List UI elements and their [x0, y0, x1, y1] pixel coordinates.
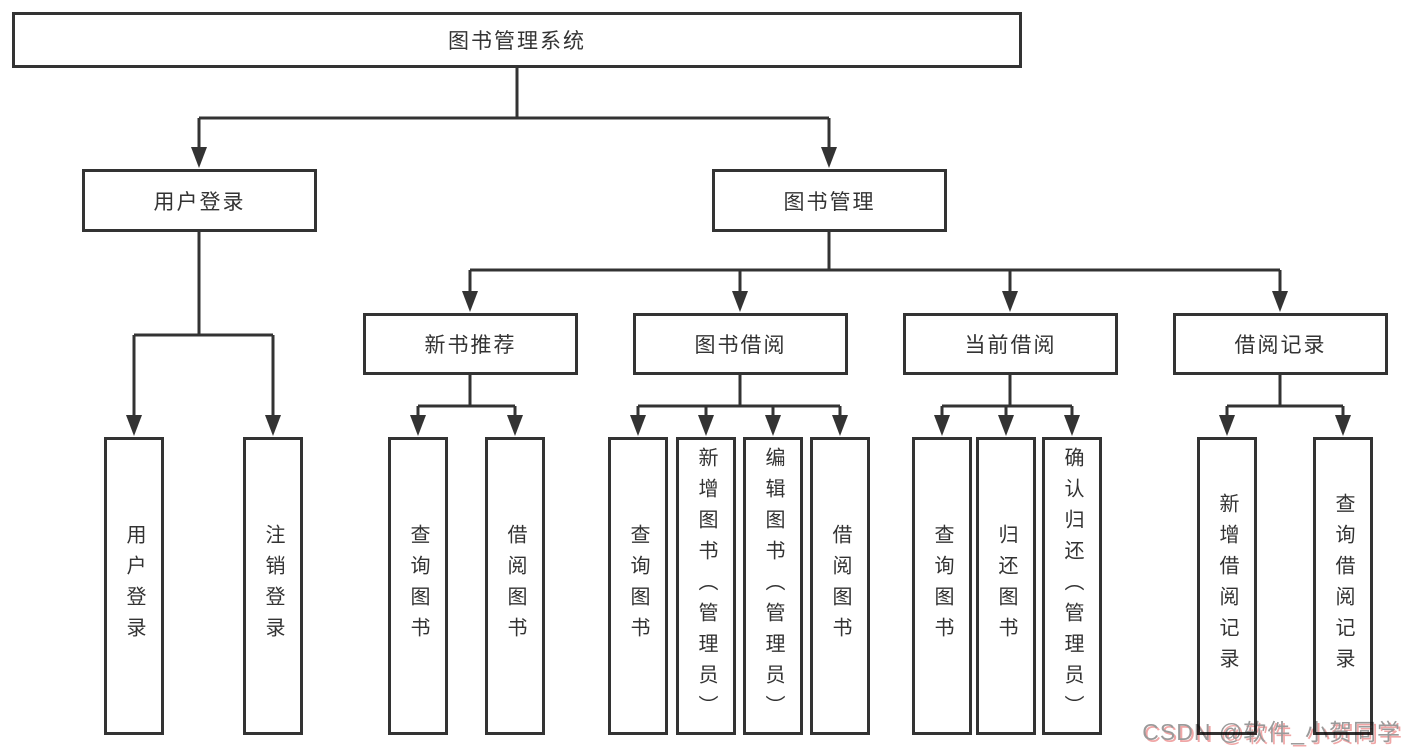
arrowhead	[410, 415, 426, 436]
node-borrowing-records: 借阅记录	[1173, 313, 1388, 375]
edges-root-to-level2	[191, 68, 837, 168]
leaf-logout: 注销登录	[243, 437, 303, 735]
node-label: 查询图书	[407, 524, 429, 648]
leaf-query-books-newbook: 查询图书	[388, 437, 448, 735]
leaf-borrow-books-borrowing: 借阅图书	[810, 437, 870, 735]
arrowhead	[1064, 415, 1080, 436]
node-label: 用户登录	[153, 190, 246, 214]
node-label: 查询借阅记录	[1332, 493, 1354, 679]
node-label: 编辑图书（管理员）	[762, 446, 784, 726]
leaf-edit-books-admin: 编辑图书（管理员）	[743, 437, 803, 735]
leaf-query-books-borrowing: 查询图书	[608, 437, 668, 735]
arrowhead	[732, 291, 748, 312]
node-label: 图书借阅	[694, 334, 787, 357]
arrowhead	[1002, 291, 1018, 312]
arrowhead	[265, 415, 281, 436]
edges-book-management-to-level3	[462, 232, 1288, 312]
arrowhead	[1335, 415, 1351, 436]
node-label: 借阅图书	[504, 524, 526, 648]
arrowhead	[126, 415, 142, 436]
node-label: 新书推荐	[424, 334, 517, 357]
node-current-borrowing: 当前借阅	[903, 313, 1118, 375]
node-label: 用户登录	[123, 524, 145, 648]
node-label: 借阅图书	[829, 524, 851, 648]
leaf-query-books-current: 查询图书	[912, 437, 972, 735]
leaf-return-books: 归还图书	[976, 437, 1036, 735]
node-label: 当前借阅	[964, 334, 1057, 357]
arrowhead	[832, 415, 848, 436]
arrowhead	[698, 415, 714, 436]
node-label: 查询图书	[931, 524, 953, 648]
node-label: 新增图书（管理员）	[695, 446, 717, 726]
node-label: 图书管理	[783, 190, 876, 214]
arrowhead	[821, 147, 837, 168]
node-user-login: 用户登录	[82, 169, 317, 232]
leaf-add-borrow-record: 新增借阅记录	[1197, 437, 1257, 735]
node-label: 图书管理系统	[448, 30, 586, 53]
arrowhead	[507, 415, 523, 436]
edges-new-book-to-leaves	[410, 375, 523, 436]
arrowhead	[462, 291, 478, 312]
arrowhead	[934, 415, 950, 436]
node-label: 注销登录	[262, 524, 284, 648]
arrowhead	[998, 415, 1014, 436]
node-library-management-system: 图书管理系统	[12, 12, 1022, 68]
node-label: 查询图书	[627, 524, 649, 648]
leaf-confirm-return-admin: 确认归还（管理员）	[1042, 437, 1102, 735]
node-label: 归还图书	[995, 524, 1017, 648]
csdn-watermark: CSDN @软件_小贺同学	[1142, 719, 1401, 745]
node-label: 借阅记录	[1234, 334, 1327, 357]
node-book-borrowing: 图书借阅	[633, 313, 848, 375]
edges-records-to-leaves	[1219, 375, 1351, 436]
leaf-add-books-admin: 新增图书（管理员）	[676, 437, 736, 735]
arrowhead	[191, 147, 207, 168]
node-label: 确认归还（管理员）	[1061, 446, 1083, 726]
arrowhead	[630, 415, 646, 436]
node-book-management: 图书管理	[712, 169, 947, 232]
leaf-user-login: 用户登录	[104, 437, 164, 735]
arrowhead	[765, 415, 781, 436]
node-new-book-recommendation: 新书推荐	[363, 313, 578, 375]
leaf-query-borrow-record: 查询借阅记录	[1313, 437, 1373, 735]
edges-user-login-to-leaves	[126, 232, 281, 436]
node-label: 新增借阅记录	[1216, 493, 1238, 679]
arrowhead	[1219, 415, 1235, 436]
arrowhead	[1272, 291, 1288, 312]
edges-current-borrow-to-leaves	[934, 375, 1080, 436]
edges-book-borrow-to-leaves	[630, 375, 848, 436]
leaf-borrow-books-newbook: 借阅图书	[485, 437, 545, 735]
